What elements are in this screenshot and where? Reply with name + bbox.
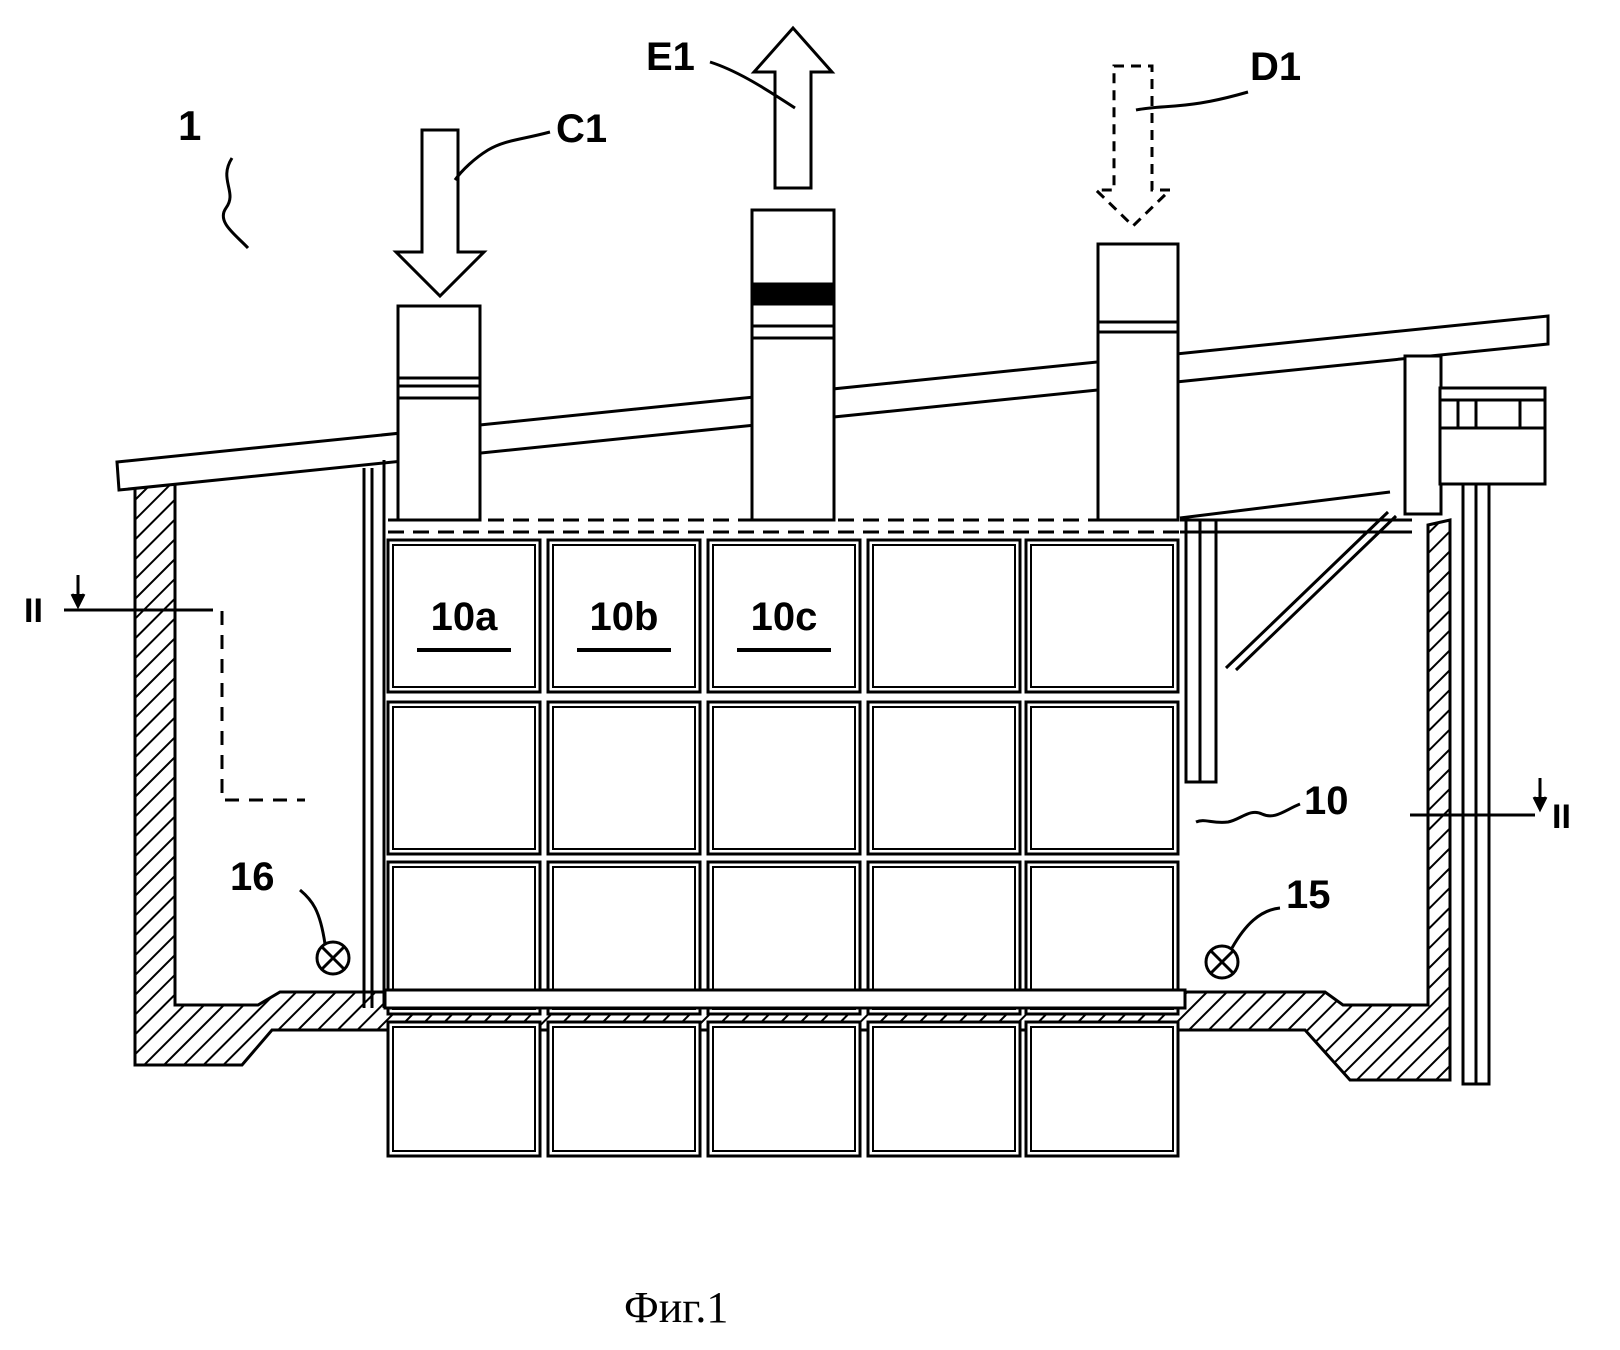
dashed-inlet-arrow (1096, 66, 1170, 226)
top-dashed-plate (388, 520, 1180, 532)
module-grid: 10a 10b 10c (388, 540, 1178, 1156)
dashed-inlet-label: D1 (1250, 45, 1301, 89)
module-cell (708, 1022, 860, 1156)
module-cell (868, 702, 1020, 854)
inlet-arrow (396, 130, 484, 296)
port-left-label: 16 (230, 855, 275, 899)
module-cell (868, 540, 1020, 692)
module-cell (548, 1022, 700, 1156)
dashed-inlet-pipe (1098, 244, 1178, 520)
right-structure (1180, 356, 1545, 1084)
cell-label: 10b (590, 595, 659, 639)
section-right-label: II (1552, 798, 1571, 836)
section-left-label: II (24, 592, 43, 630)
module-cell (388, 702, 540, 854)
outlet-pipe (752, 210, 834, 520)
cell-label: 10c (751, 595, 818, 639)
base-plate (385, 990, 1185, 1008)
left-posts (364, 460, 384, 1008)
module-cell (388, 1022, 540, 1156)
inlet-label: C1 (556, 107, 607, 151)
port-left (317, 942, 349, 974)
module-group-label: 10 (1304, 779, 1349, 823)
port-right (1206, 946, 1238, 978)
module-cell (868, 1022, 1020, 1156)
module-cell (1026, 1022, 1178, 1156)
module-cell (1026, 540, 1178, 692)
figure-caption: Фиг.1 (624, 1283, 728, 1332)
assembly-label: 1 (178, 102, 201, 149)
inlet-pipe (398, 306, 480, 520)
section-mark-left (64, 575, 305, 800)
module-cell (1026, 702, 1178, 854)
port-right-label: 15 (1286, 873, 1331, 917)
module-cell (548, 702, 700, 854)
module-cell (708, 702, 860, 854)
cell-label: 10a (431, 595, 498, 639)
outlet-label: E1 (646, 35, 695, 79)
